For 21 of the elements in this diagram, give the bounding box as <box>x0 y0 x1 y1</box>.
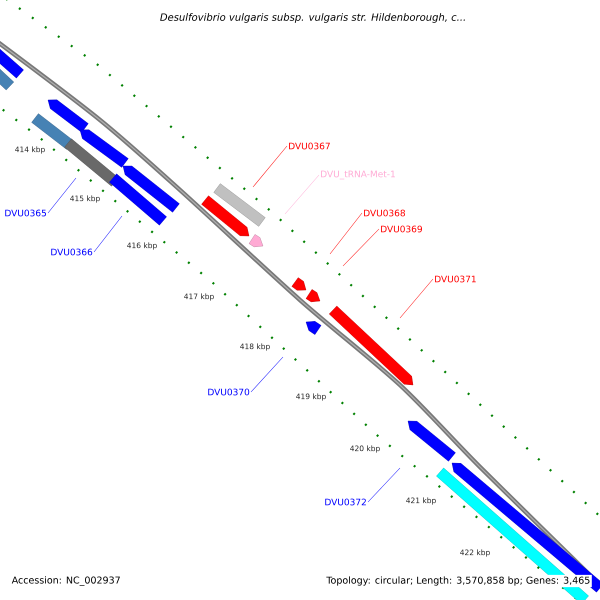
leader-line <box>342 228 380 266</box>
gene-label: DVU0371 <box>435 276 476 282</box>
leader-line <box>252 146 288 188</box>
leader-line <box>330 212 362 254</box>
footer-text: Topology: circular; Length: 3,570,858 bp; Genes: 3,465 <box>324 574 592 588</box>
leader-line <box>250 356 284 392</box>
footer-text: Accession: NC_002937 <box>10 574 122 588</box>
gene-label: DVU0372 <box>325 498 366 506</box>
gene-label: DVU0365 <box>5 210 46 216</box>
gene-label: DVU0370 <box>208 388 250 396</box>
leader-line <box>48 178 76 214</box>
leader-line <box>284 174 320 214</box>
gene-label: DVU0366 <box>51 248 92 256</box>
leader-line <box>94 216 122 252</box>
gene-label: DVU0369 <box>381 226 422 232</box>
gene-label: DVU_tRNA-Met-1 <box>321 170 395 180</box>
gene-label: DVU0368 <box>364 210 405 216</box>
gene-label: DVU0367 <box>289 142 330 150</box>
leader-line <box>368 468 400 502</box>
leader-line <box>400 278 434 318</box>
title: Desulfovibrio vulgaris subsp. vulgaris str. Hildenborough, c... <box>160 13 465 23</box>
